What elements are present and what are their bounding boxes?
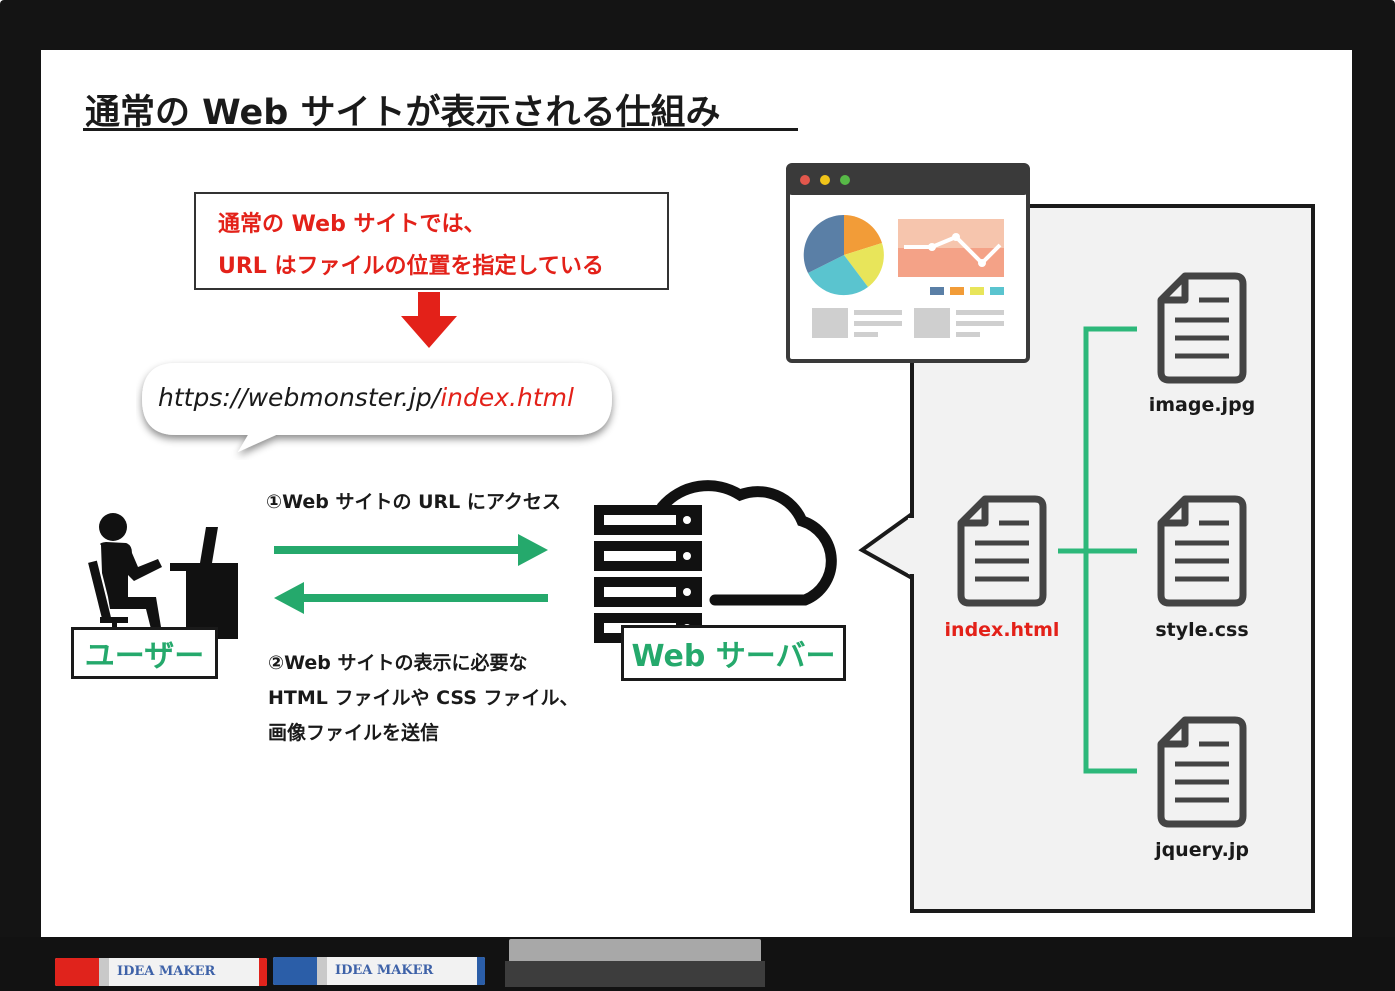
callout-pointer bbox=[858, 512, 918, 582]
index-file-icon bbox=[957, 495, 1047, 607]
cloud-server-icon bbox=[594, 480, 837, 643]
line-chart-icon bbox=[898, 219, 1004, 277]
speech-bubble bbox=[142, 363, 612, 452]
image-file-label: image.jpg bbox=[1148, 394, 1256, 416]
eraser-top bbox=[509, 939, 761, 961]
eraser-base bbox=[505, 961, 765, 987]
exchange-arrows bbox=[274, 534, 548, 614]
url-base: https://webmonster.jp/ bbox=[158, 383, 441, 412]
jquery-file-label: jquery.jp bbox=[1155, 839, 1249, 861]
response-step-line-2: HTML ファイルや CSS ファイル、 bbox=[268, 687, 579, 709]
blue-marker-label: IDEA MAKER bbox=[335, 963, 434, 978]
blue-marker: IDEA MAKER bbox=[273, 957, 485, 985]
note-line-2: URL はファイルの位置を指定している bbox=[218, 254, 604, 279]
style-file-label: style.css bbox=[1155, 619, 1249, 641]
jquery-file-icon bbox=[1157, 716, 1247, 828]
down-arrow-icon bbox=[401, 292, 457, 348]
user-label: ユーザー bbox=[71, 627, 218, 679]
blue-marker-cap bbox=[273, 957, 317, 985]
red-marker-label: IDEA MAKER bbox=[117, 964, 216, 979]
note-box: 通常の Web サイトでは、 URL はファイルの位置を指定している bbox=[194, 192, 669, 290]
title-underline bbox=[83, 128, 798, 131]
file-tree-lines bbox=[1058, 326, 1137, 774]
response-arrow-icon bbox=[274, 582, 548, 614]
request-step-text: ①Web サイトの URL にアクセス bbox=[266, 491, 561, 513]
response-step-line-3: 画像ファイルを送信 bbox=[268, 722, 440, 744]
user-at-desk-icon bbox=[88, 513, 238, 639]
index-file-label: index.html bbox=[944, 619, 1060, 641]
website-window-icon bbox=[786, 163, 1030, 363]
page-title: 通常の Web サイトが表示される仕組み bbox=[85, 93, 721, 133]
server-label: Web サーバー bbox=[621, 625, 846, 681]
red-marker-cap bbox=[55, 958, 99, 986]
request-arrow-icon bbox=[274, 534, 548, 566]
image-file-icon bbox=[1157, 272, 1247, 384]
url-file: index.html bbox=[440, 383, 574, 412]
url-text: https://webmonster.jp/index.html bbox=[158, 383, 574, 412]
response-step-line-1: ②Web サイトの表示に必要な bbox=[268, 652, 528, 674]
pie-chart-icon bbox=[803, 214, 884, 296]
style-file-icon bbox=[1157, 495, 1247, 607]
red-marker: IDEA MAKER bbox=[55, 958, 267, 986]
note-line-1: 通常の Web サイトでは、 bbox=[218, 212, 486, 237]
